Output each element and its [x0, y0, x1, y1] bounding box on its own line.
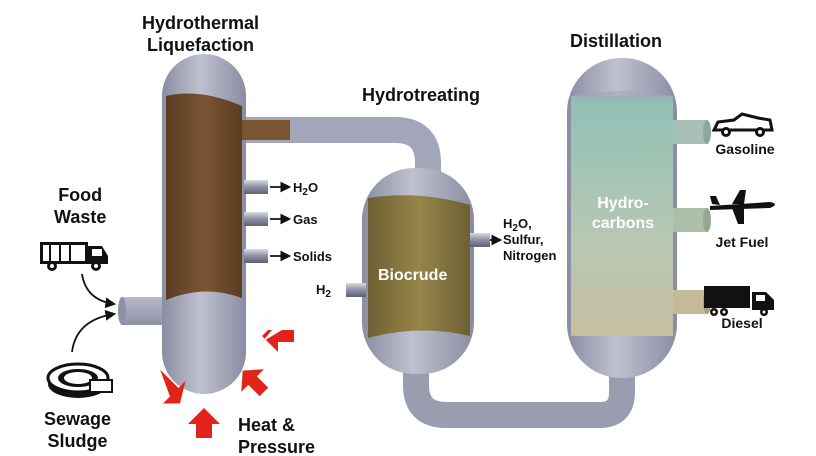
water-h: H [293, 180, 303, 195]
heat-pressure-line-2: Pressure [238, 437, 316, 456]
column-hydrocarbons [571, 96, 673, 336]
htl-title-line-2: Liquefaction [147, 35, 255, 55]
food-waste-line-2: Waste [54, 207, 107, 227]
reactor-output-water: H2O, [503, 216, 556, 234]
sewage-sludge-label: Sewage Sludge [44, 408, 111, 452]
product-diesel: Diesel [721, 315, 763, 331]
heat-pressure-label: Heat & Pressure [238, 414, 315, 456]
heat-arrow-2 [188, 408, 220, 438]
reactor-water-subscript: 2 [512, 223, 518, 234]
food-waste-line-1: Food [58, 185, 103, 205]
reactor-output-sulfur: Sulfur, [503, 232, 544, 247]
htl-biomass [166, 93, 242, 301]
hydrocarbons-label: Hydro- carbons [586, 194, 660, 234]
distillation-title: Distillation [570, 31, 663, 51]
airplane-icon [710, 190, 775, 224]
water-subscript: 2 [302, 187, 308, 198]
bottom-pipe [403, 340, 635, 428]
biocrude-label: Biocrude [378, 267, 448, 284]
water-o: O [307, 180, 319, 195]
htl-title: Hydrothermal Liquefaction [142, 12, 259, 56]
reactor-biocrude [368, 195, 470, 338]
reactor-output-nitrogen: Nitrogen [503, 248, 557, 263]
hydrocarbons-line-1: Hydro- [597, 195, 649, 212]
htl-output-solids: Solids [293, 249, 333, 264]
h2-subscript: 2 [325, 289, 331, 300]
hydrotreating-title: Hydrotreating [362, 85, 481, 105]
garbage-truck-icon [40, 242, 108, 271]
truck-icon [704, 286, 774, 316]
heat-arrow-3 [241, 369, 269, 397]
htl-output-gas: Gas [293, 212, 318, 227]
reactor-water-h: H [503, 216, 513, 231]
sewage-tank-icon [46, 362, 113, 398]
food-waste-label: Food Waste [54, 184, 106, 228]
product-gasoline: Gasoline [715, 141, 775, 157]
car-icon [711, 112, 774, 137]
htl-title-line-1: Hydrothermal [142, 13, 260, 33]
sewage-sludge-line-1: Sewage [44, 409, 112, 429]
sewage-feed-arrow [71, 310, 117, 353]
htl-output-water: H2O [293, 180, 319, 198]
product-jet-fuel: Jet Fuel [715, 234, 769, 250]
food-feed-arrow [81, 273, 117, 309]
sewage-sludge-line-2: Sludge [47, 431, 108, 451]
heat-arrow-1 [160, 369, 186, 404]
h2-h: H [316, 282, 326, 297]
top-pipe [240, 117, 441, 175]
reactor-water-o: O, [517, 216, 532, 231]
heat-pressure-line-1: Heat & [238, 415, 296, 435]
reactor-outputs: H2O, Sulfur, Nitrogen [503, 216, 556, 264]
hydrocarbons-line-2: carbons [591, 215, 655, 232]
h2-input-label: H2 [316, 282, 331, 300]
